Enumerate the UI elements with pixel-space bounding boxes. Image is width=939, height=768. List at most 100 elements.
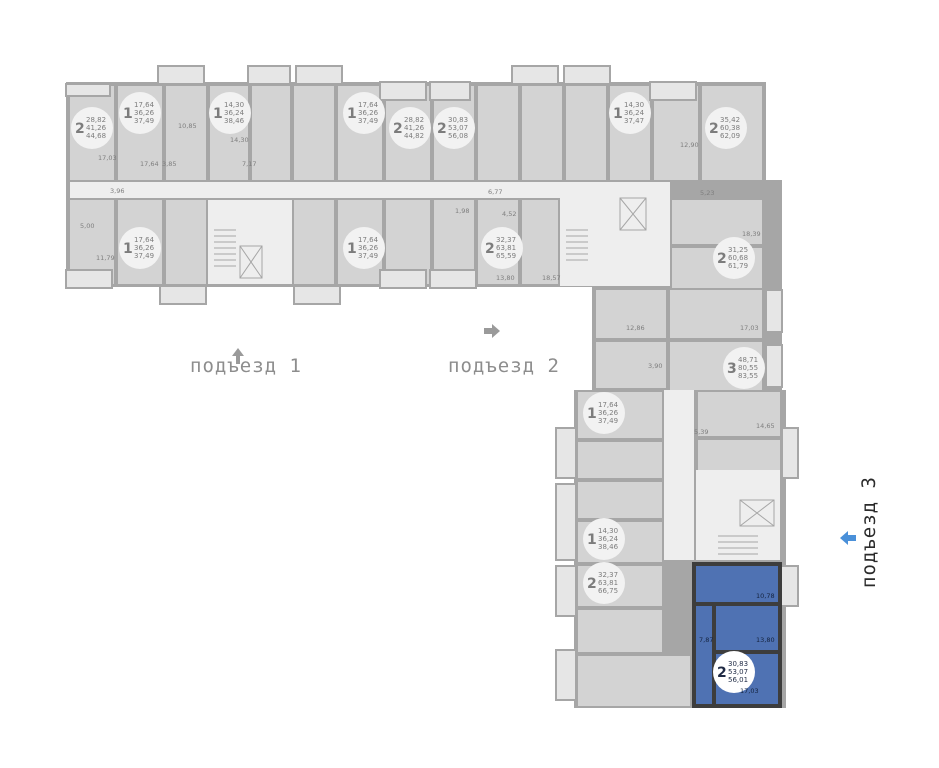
apartment-badge[interactable]: [481, 227, 523, 269]
apartment-total-area: 63,81: [496, 244, 516, 252]
stair-hall-3: [696, 470, 780, 560]
room-area: 13,80: [756, 636, 775, 644]
entrance-label-2[interactable]: подъезд 2: [448, 355, 560, 377]
apartment-badge[interactable]: [119, 227, 161, 269]
room-area: 6,77: [488, 188, 502, 196]
arrow-up-icon: [232, 348, 244, 364]
apartment-rooms: 1: [587, 532, 597, 548]
apartment-rooms: 2: [75, 121, 85, 137]
apartment-badge[interactable]: [723, 347, 765, 389]
room-area: 12,90: [680, 141, 699, 149]
apartment-badge[interactable]: [71, 107, 113, 149]
apartment-living-area: 17,64: [358, 101, 379, 109]
balcony: [555, 427, 577, 479]
room-area: 12,86: [626, 324, 645, 332]
arrow-left-icon: [840, 531, 856, 545]
apartment-badge[interactable]: [583, 562, 625, 604]
apartment-living-area: 30,83: [728, 660, 748, 668]
apartment-total-area-ext: 38,46: [224, 117, 245, 125]
elevator: [619, 197, 647, 231]
balcony: [157, 65, 205, 85]
balcony: [781, 427, 799, 479]
apartment-living-area: 17,64: [358, 236, 379, 244]
room: [522, 86, 562, 180]
room: [522, 200, 558, 284]
room: [698, 392, 780, 436]
elevator: [239, 245, 263, 279]
apartment-total-area-ext: 61,79: [728, 262, 748, 270]
apartment-living-area: 14,30: [624, 101, 644, 109]
apartment-total-area-ext: 66,75: [598, 587, 618, 595]
apartment-rooms: 1: [587, 406, 597, 422]
apartment-living-area: 14,30: [224, 101, 244, 109]
balcony: [563, 65, 611, 85]
elevator-cross: [739, 499, 775, 527]
room: [252, 86, 290, 180]
balcony: [555, 565, 577, 617]
selected-room: [716, 606, 778, 650]
selected-apartment[interactable]: [692, 562, 782, 708]
apartment-total-area: 41,26: [86, 124, 107, 132]
room: [566, 86, 606, 180]
apartment-badge[interactable]: [209, 92, 251, 134]
apartment-total-area: 36,26: [134, 109, 155, 117]
entrance-label-3[interactable]: подъезд 3: [858, 476, 880, 588]
apartment-badge[interactable]: [433, 107, 475, 149]
apartment-rooms: 2: [587, 576, 597, 592]
room-area: 13,80: [496, 274, 515, 282]
apartment-total-area: 36,26: [134, 244, 155, 252]
room: [294, 200, 334, 284]
balcony: [765, 344, 783, 388]
apartment-badge[interactable]: [583, 392, 625, 434]
apartment-badge[interactable]: [609, 92, 651, 134]
balcony: [159, 285, 207, 305]
apartment-living-area: 32,37: [598, 571, 618, 579]
room: [294, 86, 334, 180]
entrance-label-1[interactable]: подъезд 1: [190, 355, 302, 377]
apartment-total-area: 41,26: [404, 124, 425, 132]
room-area: 17,03: [740, 324, 759, 332]
apartment-total-area-ext: 37,49: [598, 417, 618, 425]
apartment-rooms: 1: [123, 106, 133, 122]
room-area: 3,96: [110, 187, 124, 195]
apartment-badge[interactable]: [119, 92, 161, 134]
apartment-living-area: 14,30: [598, 527, 618, 535]
apartment-total-area-ext: 37,49: [134, 117, 154, 125]
room: [166, 86, 206, 180]
corridor-top: [70, 182, 670, 198]
selected-room: [696, 566, 778, 602]
room: [578, 442, 662, 478]
apartment-living-area: 17,64: [598, 401, 619, 409]
apartment-badge[interactable]: [389, 107, 431, 149]
room: [654, 86, 698, 180]
apartment-rooms: 1: [347, 106, 357, 122]
apartment-badge[interactable]: [713, 651, 755, 693]
apartment-badge[interactable]: [343, 92, 385, 134]
apartment-living-area: 28,82: [404, 116, 424, 124]
apartment-total-area: 36,24: [624, 109, 645, 117]
apartment-living-area: 48,71: [738, 356, 758, 364]
room-area: 14,30: [230, 136, 249, 144]
apartment-badge[interactable]: [583, 518, 625, 560]
apartment-rooms: 2: [485, 241, 495, 257]
apartment-total-area: 36,24: [224, 109, 245, 117]
apartment-rooms: 2: [717, 251, 727, 267]
apartment-total-area: 63,81: [598, 579, 618, 587]
room-area: 10,78: [756, 592, 775, 600]
corridor-bottom: [664, 390, 694, 560]
balcony: [649, 81, 697, 101]
apartment-total-area: 36,26: [358, 244, 379, 252]
apartment-badge[interactable]: [713, 237, 755, 279]
apartment-total-area-ext: 56,08: [448, 132, 468, 140]
apartment-rooms: 2: [393, 121, 403, 137]
apartment-total-area: 53,07: [728, 668, 748, 676]
room: [596, 342, 666, 388]
stairs: [214, 197, 775, 555]
room-area: 14,65: [756, 422, 775, 430]
apartment-total-area-ext: 37,49: [134, 252, 154, 260]
apartment-badge[interactable]: [705, 107, 747, 149]
room-area: 18,57: [542, 274, 561, 282]
apartment-badge[interactable]: [343, 227, 385, 269]
